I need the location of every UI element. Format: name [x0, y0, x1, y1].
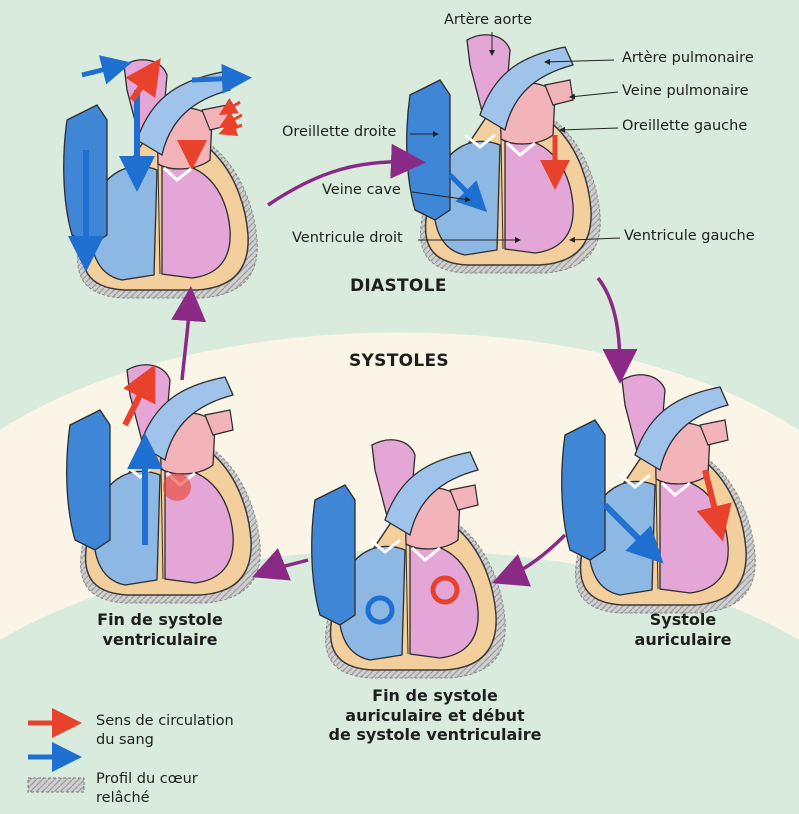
label-artere-pulmonaire: Artère pulmonaire [622, 50, 754, 67]
legend-text-profil: Profil du cœur relâché [96, 770, 198, 808]
label-artere-aorte: Artère aorte [444, 12, 532, 29]
legend-line: Sens de circulation [96, 712, 234, 731]
heart-top-right [407, 35, 601, 273]
label-ventricule-gauche: Ventricule gauche [624, 228, 755, 245]
caption-line: Systole [613, 610, 753, 630]
label-veine-pulmonaire: Veine pulmonaire [622, 83, 749, 100]
label-veine-cave: Veine cave [322, 182, 401, 199]
cycle-arrow-bottom-left [265, 560, 308, 572]
legend-line: du sang [96, 731, 234, 750]
legend-symbols [28, 723, 84, 792]
caption-systole-auriculaire: Systole auriculaire [613, 610, 753, 649]
phase-systoles: SYSTOLES [349, 352, 449, 372]
legend-line: relâché [96, 789, 198, 808]
caption-line: Fin de systole [80, 610, 240, 630]
heart-top-left [64, 60, 258, 298]
phase-diastole: DIASTOLE [350, 277, 447, 297]
caption-line: auriculaire [613, 630, 753, 650]
caption-line: ventriculaire [80, 630, 240, 650]
legend-text-red: Sens de circulation du sang [96, 712, 234, 750]
label-oreillette-droite: Oreillette droite [282, 124, 396, 141]
caption-line: auriculaire et début [320, 706, 550, 726]
legend-line: Profil du cœur [96, 770, 198, 789]
caption-fin-systole-auriculaire: Fin de systole auriculaire et début de s… [320, 686, 550, 745]
legend-hatch-swatch [28, 778, 84, 792]
caption-line: Fin de systole [320, 686, 550, 706]
label-oreillette-gauche: Oreillette gauche [622, 118, 747, 135]
caption-line: de systole ventriculaire [320, 725, 550, 745]
caption-fin-systole-ventriculaire: Fin de systole ventriculaire [80, 610, 240, 649]
label-ventricule-droit: Ventricule droit [292, 230, 403, 247]
